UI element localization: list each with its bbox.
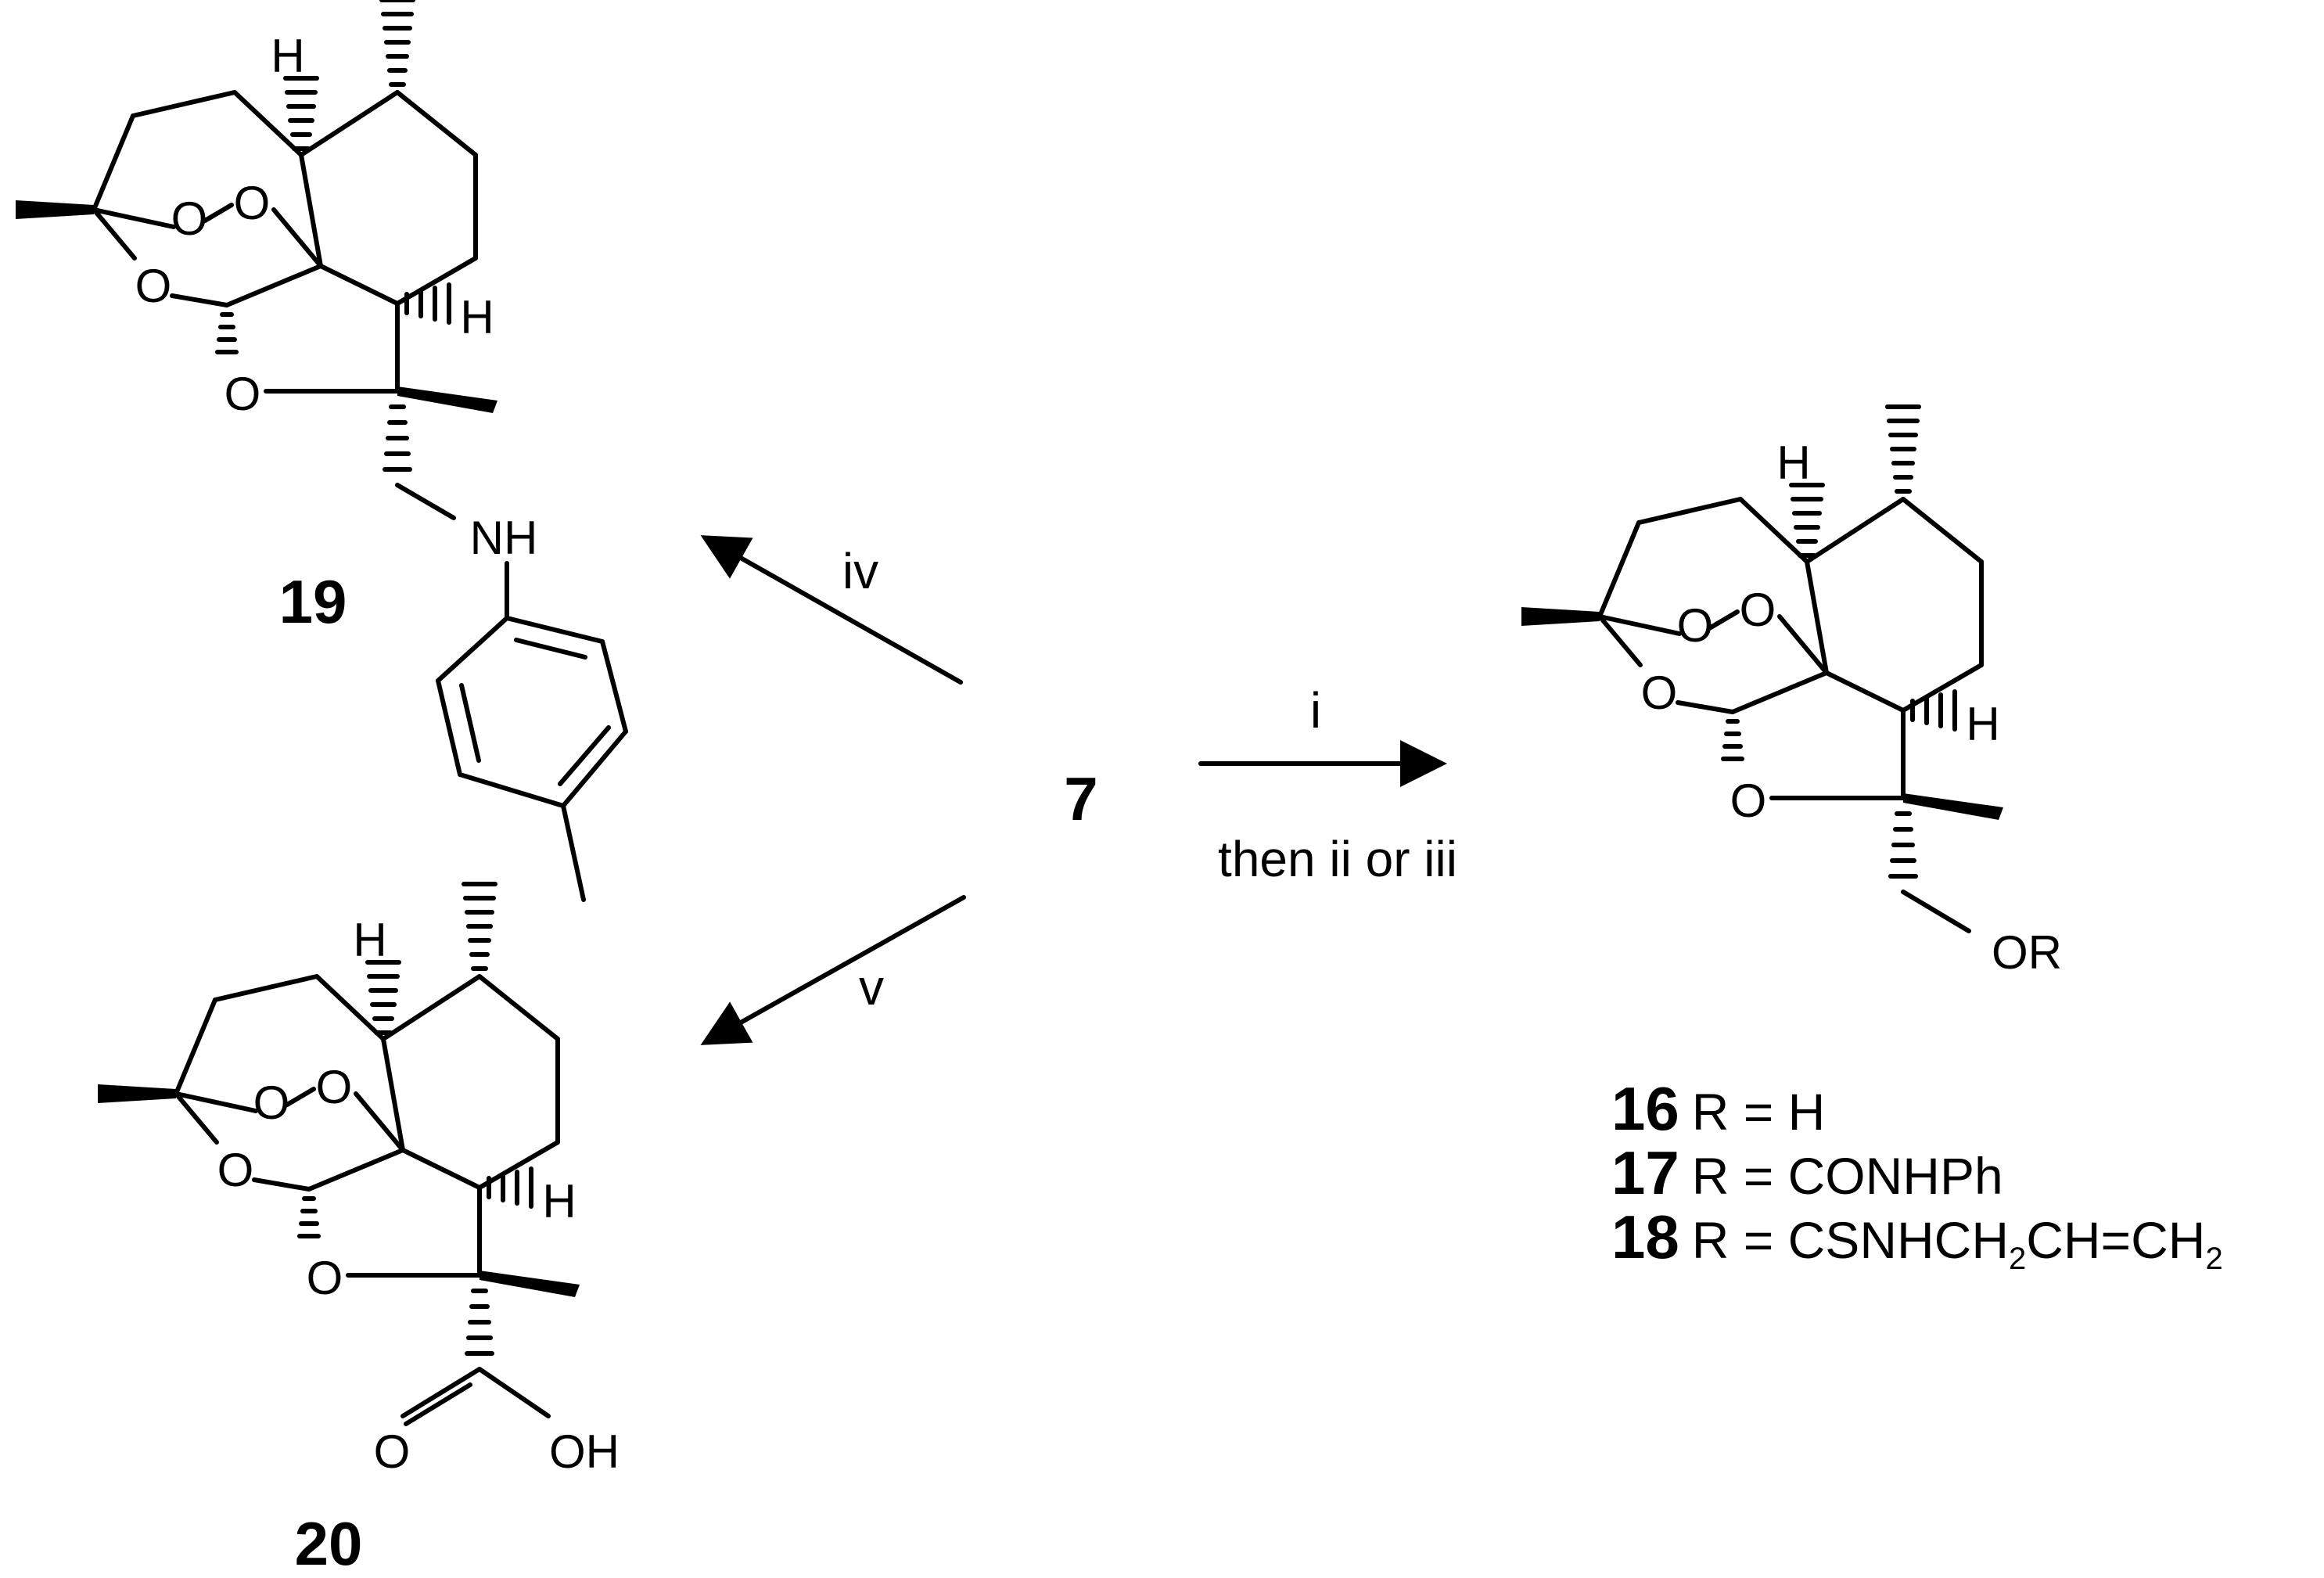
arrow-iv (700, 535, 963, 685)
nh-label: NH (470, 512, 538, 564)
arrow-v (700, 895, 966, 1045)
compound-label-7: 7 (1064, 764, 1097, 833)
structure-20: O OH (98, 884, 620, 1478)
reagent-then: then ii or iii (1218, 831, 1457, 887)
reagent-i: i (1310, 682, 1321, 739)
structure-16-18: OR (1521, 407, 2062, 979)
reagent-iv: iv (842, 543, 878, 599)
reagent-v: v (859, 959, 884, 1015)
arrows (700, 535, 1447, 1045)
compound-label-20: 20 (295, 1509, 363, 1574)
or-label: OR (1992, 926, 2062, 979)
svg-text:O: O (374, 1425, 411, 1478)
structure-19: NH (16, 0, 628, 902)
oh-label: OH (549, 1425, 620, 1478)
compound-label-19: 19 (279, 567, 347, 636)
